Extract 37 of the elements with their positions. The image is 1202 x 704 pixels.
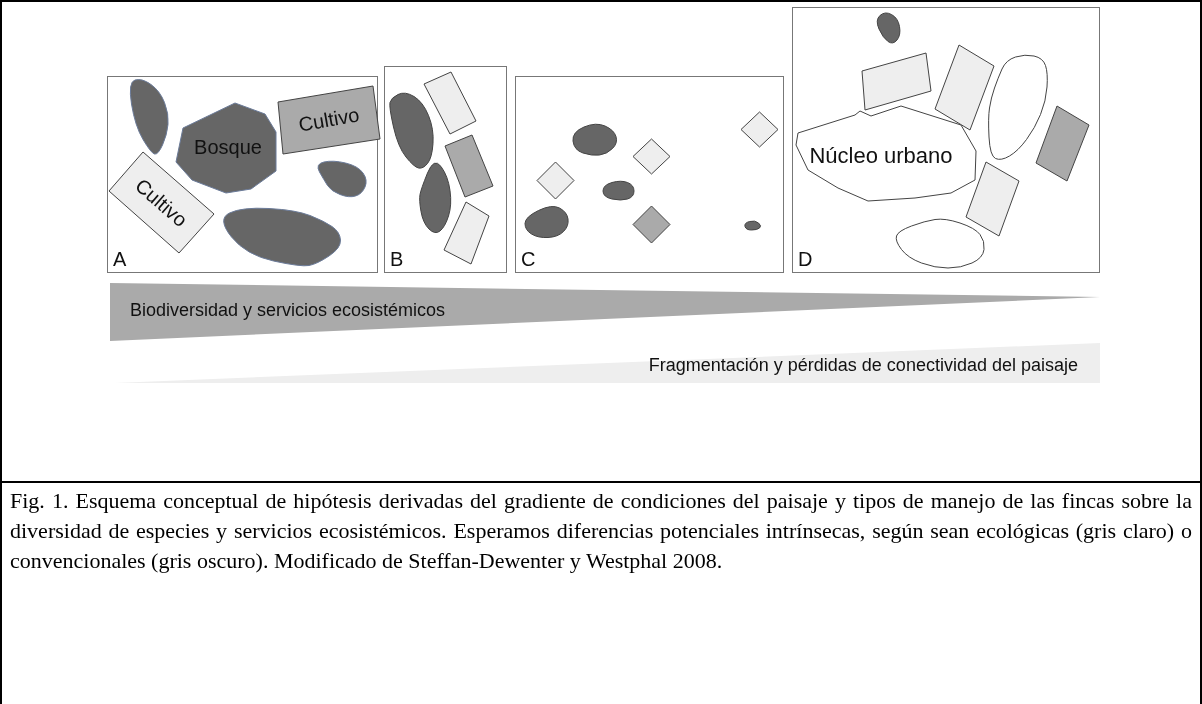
- forest-patch: [525, 204, 569, 238]
- crop-field: [935, 45, 994, 130]
- panel-letter: B: [390, 248, 404, 270]
- urban-area: [796, 106, 976, 201]
- wedge-label: Fragmentación y pérdidas de conectividad del paisaje: [648, 355, 1078, 376]
- forest-patch: [572, 122, 618, 156]
- landscape-panel: [515, 76, 784, 273]
- panel-letter: A: [113, 248, 127, 270]
- crop-field: [1036, 106, 1089, 181]
- forest-patch: [875, 11, 901, 45]
- urban-area: [988, 54, 1048, 161]
- crop-field: [633, 139, 670, 174]
- urban-area: [895, 218, 985, 268]
- wedge-label: Biodiversidad y servicios ecosistémicos: [130, 300, 446, 321]
- landscape-panel: [384, 66, 507, 273]
- crop-field: [278, 86, 380, 154]
- crop-field: [633, 206, 670, 243]
- panel-letter: D: [798, 248, 813, 270]
- landscape-panel: [107, 76, 378, 273]
- shape-label: Núcleo urbano: [809, 143, 953, 169]
- landscape-panel: [792, 7, 1100, 273]
- forest-patch: [389, 91, 434, 169]
- shape-label: Bosque: [194, 135, 262, 159]
- forest-patch: [603, 180, 634, 201]
- shape-label: Cultivo: [296, 103, 362, 137]
- crop-field: [862, 53, 931, 110]
- forest-patch: [128, 78, 169, 155]
- figure-caption: Fig. 1. Esquema conceptual de hipótesis derivadas del gradiente de condiciones del paisaje y tipos de manejo de las fincas sobre la diversidad de especies y servicios ecosistémicos. Esperamos diferencias potenciales intrínsecas, según sean ecológicas (gris claro) o convencionales (gris oscuro). Modificado de Steffan-Dewenter y Westphal 2008.: [10, 487, 1192, 575]
- crop-field: [966, 162, 1019, 236]
- crop-field: [537, 162, 574, 199]
- panel-letter: C: [521, 248, 536, 270]
- crop-field: [741, 112, 778, 147]
- crop-field: [424, 72, 476, 134]
- crop-field: [444, 202, 489, 264]
- forest-patch: [744, 220, 762, 230]
- forest-patch: [315, 160, 368, 198]
- crop-field: [445, 135, 493, 197]
